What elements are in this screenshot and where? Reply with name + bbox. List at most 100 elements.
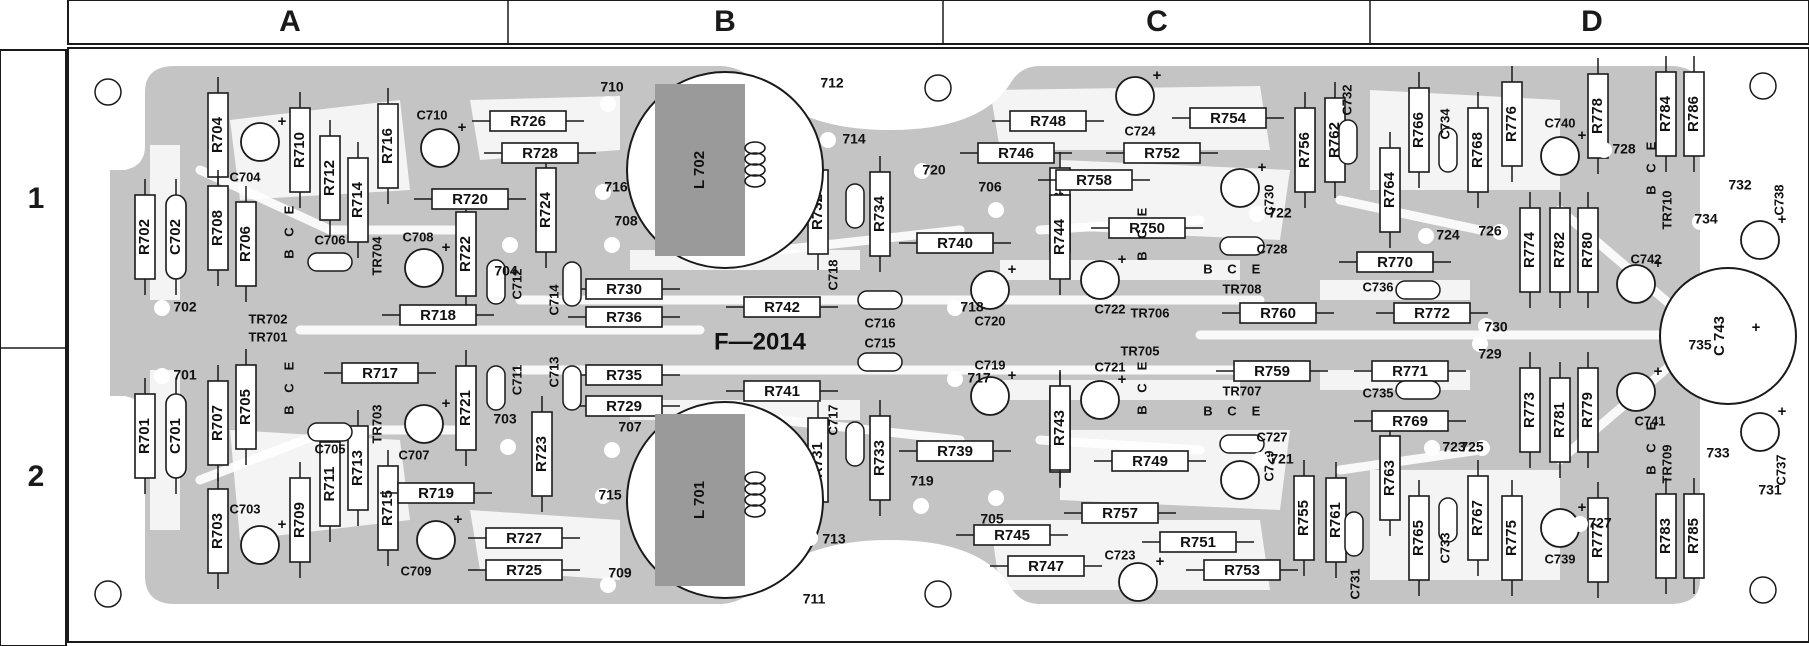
horizontal-component: R771 (1354, 360, 1466, 382)
vertical-component: R785 (1683, 478, 1705, 594)
transistor-pin-letter: B (1643, 465, 1658, 474)
capacitor-body (1395, 380, 1441, 400)
test-point-label: 713 (822, 531, 846, 547)
component-body (289, 107, 311, 193)
component-label: R767 (1469, 500, 1486, 536)
vertical-component: C701 (165, 378, 187, 494)
horizontal-component: R758 (1038, 169, 1150, 191)
component-label: R701 (136, 418, 153, 454)
component-body (1007, 555, 1085, 577)
transistor-pin-letter: B (1203, 261, 1212, 276)
test-point-pad (1742, 483, 1758, 499)
component-body (207, 488, 229, 574)
capacitor-body (970, 270, 1010, 310)
vertical-component: R775 (1501, 480, 1523, 596)
polarity-mark: + (278, 516, 287, 533)
inductor: L 701 (626, 401, 824, 599)
component-label: R752 (1144, 145, 1180, 162)
vertical-component: R723 (531, 396, 553, 512)
horizontal-component: R741 (726, 380, 838, 402)
test-point-pad (604, 442, 620, 458)
polarity-mark: + (1153, 67, 1162, 84)
polarity-mark: + (1578, 127, 1587, 144)
capacitor-label: C709 (400, 563, 431, 578)
component-label: R774 (1521, 231, 1538, 268)
component-body (1108, 217, 1186, 239)
test-point-pad (914, 163, 930, 179)
horizontal-component: R730 (568, 278, 680, 300)
test-point-label: 723 (1442, 439, 1466, 455)
capacitor-body (1220, 460, 1260, 500)
component-body (397, 482, 475, 504)
capacitor-label: C735 (1362, 385, 1393, 400)
board-label: F—2014 (714, 328, 807, 355)
inductor-winding (744, 141, 766, 155)
component-body (1655, 493, 1677, 579)
vertical-component: R710 (289, 92, 311, 208)
capacitor-body (1540, 136, 1580, 176)
capacitor-body (1338, 119, 1358, 165)
capacitor-label: C724 (1124, 123, 1156, 138)
vertical-component: R716 (377, 88, 399, 204)
horizontal-component: R757 (1064, 502, 1176, 524)
component-label: R754 (1210, 110, 1247, 127)
horizontal-component: R717 (324, 362, 436, 384)
component-label: R710 (291, 132, 308, 168)
component-body (973, 524, 1051, 546)
electrolytic-capacitor: +C740 (1540, 115, 1587, 176)
transistor-pin-letter: B (1134, 251, 1149, 260)
trace-gap (990, 86, 1270, 150)
test-point-label: 727 (1588, 515, 1612, 531)
test-point-pad (913, 498, 929, 514)
horizontal-component: R720 (414, 188, 526, 210)
electrolytic-capacitor: +C720 (970, 261, 1017, 328)
capacitor-label: C707 (398, 447, 429, 462)
transistor-pin-letter: C (1227, 403, 1237, 418)
test-point-pad (1674, 338, 1690, 354)
vertical-component: R708 (207, 170, 229, 286)
test-point-label: 706 (978, 179, 1002, 195)
capacitor-label: C717 (825, 404, 840, 435)
component-body (455, 365, 477, 451)
capacitor-label: C711 (509, 365, 524, 395)
vertical-component: R744 (1049, 179, 1071, 295)
component-body (235, 201, 257, 287)
component-label: R781 (1551, 402, 1568, 438)
film-capacitor: C718 (825, 183, 865, 291)
inductor-winding (744, 482, 766, 496)
component-label: R763 (1381, 460, 1398, 496)
film-capacitor: C735 (1362, 380, 1441, 400)
component-body (869, 415, 891, 501)
electrolytic-capacitor: +C742 (1616, 251, 1663, 304)
capacitor-label: C728 (1256, 241, 1287, 256)
component-body (585, 395, 663, 417)
vertical-component: R715 (377, 450, 399, 566)
component-label: R786 (1685, 96, 1702, 132)
test-point-label: 734 (1694, 211, 1718, 227)
horizontal-component: R746 (960, 142, 1072, 164)
vertical-component: R755 (1293, 460, 1315, 576)
component-body (585, 306, 663, 328)
polarity-mark: + (1118, 371, 1127, 388)
transistor-pin-letter: E (1134, 207, 1149, 216)
test-point-pad (812, 96, 828, 112)
test-point-label: 710 (600, 79, 624, 95)
vertical-component: R761 (1325, 462, 1347, 578)
capacitor-body (240, 525, 280, 565)
inductor-winding (744, 152, 766, 166)
capacitor-body (1344, 511, 1364, 557)
transistor-label: TR702 (248, 311, 287, 326)
electrolytic-capacitor: +C710 (416, 107, 467, 168)
component-body (377, 465, 399, 551)
horizontal-component: R718 (382, 304, 494, 326)
component-body (431, 188, 509, 210)
capacitor-label: C727 (1256, 429, 1287, 444)
test-point-label: 705 (980, 511, 1004, 527)
capacitor-body (1080, 380, 1120, 420)
transistor-pin-letter: E (1643, 421, 1658, 430)
component-label: R721 (457, 390, 474, 426)
horizontal-component: R751 (1142, 531, 1254, 553)
component-body (1467, 475, 1489, 561)
component-body (1123, 142, 1201, 164)
test-point-pad (988, 202, 1004, 218)
